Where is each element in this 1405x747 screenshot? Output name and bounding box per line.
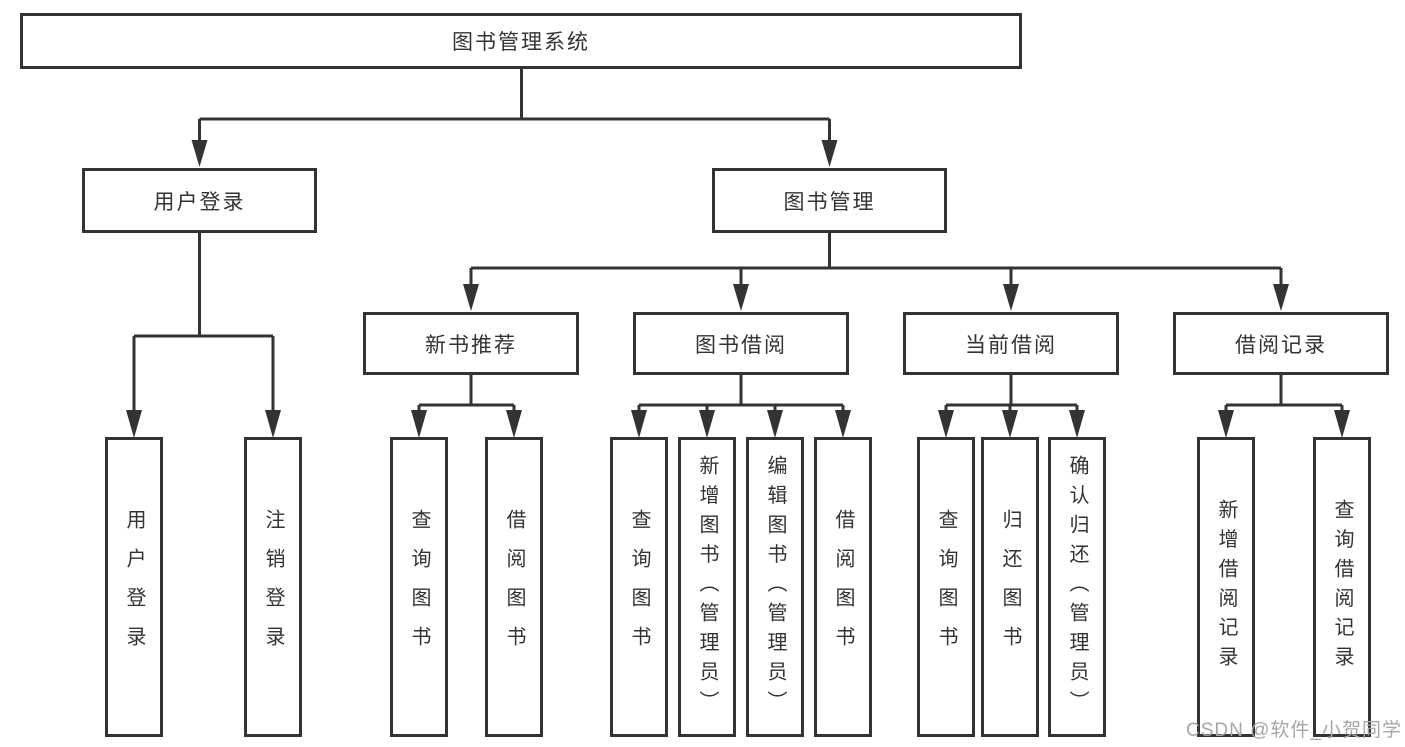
leaf-logout: 注销登录	[244, 437, 302, 737]
leaf-borrow-books-2-label: 借阅图书	[832, 509, 854, 665]
node-current-borrow-label: 当前借阅	[965, 333, 1057, 357]
leaf-query-books-3-label: 查询图书	[935, 509, 957, 665]
node-book-management: 图书管理	[712, 168, 947, 233]
leaf-query-books-1-label: 查询图书	[408, 509, 430, 665]
leaf-query-books-3: 查询图书	[917, 437, 975, 737]
leaf-confirm-return-admin: 确认归还（管理员）	[1048, 437, 1106, 737]
connector-current-borrow-branch	[938, 375, 1085, 438]
node-book-borrow-label: 图书借阅	[695, 333, 787, 357]
leaf-query-books-1: 查询图书	[390, 437, 448, 737]
leaf-query-borrow-record-label: 查询借阅记录	[1331, 498, 1353, 676]
node-root-system: 图书管理系统	[20, 13, 1022, 69]
connector-book-mgmt-branch	[463, 233, 1289, 311]
leaf-borrow-books-1: 借阅图书	[485, 437, 543, 737]
leaf-confirm-return-admin-label: 确认归还（管理员）	[1066, 454, 1088, 720]
connector-new-book-branch	[411, 375, 522, 438]
leaf-query-borrow-record: 查询借阅记录	[1313, 437, 1371, 737]
node-book-borrow: 图书借阅	[633, 312, 849, 375]
leaf-edit-books-admin-label: 编辑图书（管理员）	[764, 454, 786, 720]
node-new-book-recommendation-label: 新书推荐	[425, 333, 517, 357]
leaf-borrow-books-1-label: 借阅图书	[503, 509, 525, 665]
leaf-logout-label: 注销登录	[262, 509, 284, 665]
leaf-borrow-books-2: 借阅图书	[814, 437, 872, 737]
leaf-add-books-admin: 新增图书（管理员）	[678, 437, 736, 737]
leaf-user-login: 用户登录	[105, 437, 163, 737]
connector-user-login-branch	[126, 233, 281, 438]
leaf-add-borrow-record-label: 新增借阅记录	[1215, 498, 1237, 676]
csdn-watermark: CSDN @软件_小贺同学	[1186, 720, 1402, 741]
leaf-edit-books-admin: 编辑图书（管理员）	[746, 437, 804, 737]
connector-root-to-level2	[191, 69, 838, 167]
leaf-query-books-2-label: 查询图书	[628, 509, 650, 665]
node-user-login: 用户登录	[82, 168, 317, 233]
node-borrow-records-label: 借阅记录	[1235, 333, 1327, 357]
leaf-add-borrow-record: 新增借阅记录	[1197, 437, 1255, 737]
leaf-return-books-label: 归还图书	[999, 509, 1021, 665]
node-borrow-records: 借阅记录	[1173, 312, 1389, 375]
node-new-book-recommendation: 新书推荐	[363, 312, 579, 375]
node-current-borrow: 当前借阅	[903, 312, 1119, 375]
leaf-query-books-2: 查询图书	[610, 437, 668, 737]
node-user-login-label: 用户登录	[153, 190, 246, 214]
node-book-management-label: 图书管理	[783, 190, 876, 214]
connector-borrow-records-branch	[1218, 375, 1350, 438]
leaf-user-login-label: 用户登录	[123, 509, 145, 665]
leaf-add-books-admin-label: 新增图书（管理员）	[696, 454, 718, 720]
node-root-label: 图书管理系统	[452, 31, 590, 54]
connector-book-borrow-branch	[631, 375, 851, 438]
leaf-return-books: 归还图书	[981, 437, 1039, 737]
